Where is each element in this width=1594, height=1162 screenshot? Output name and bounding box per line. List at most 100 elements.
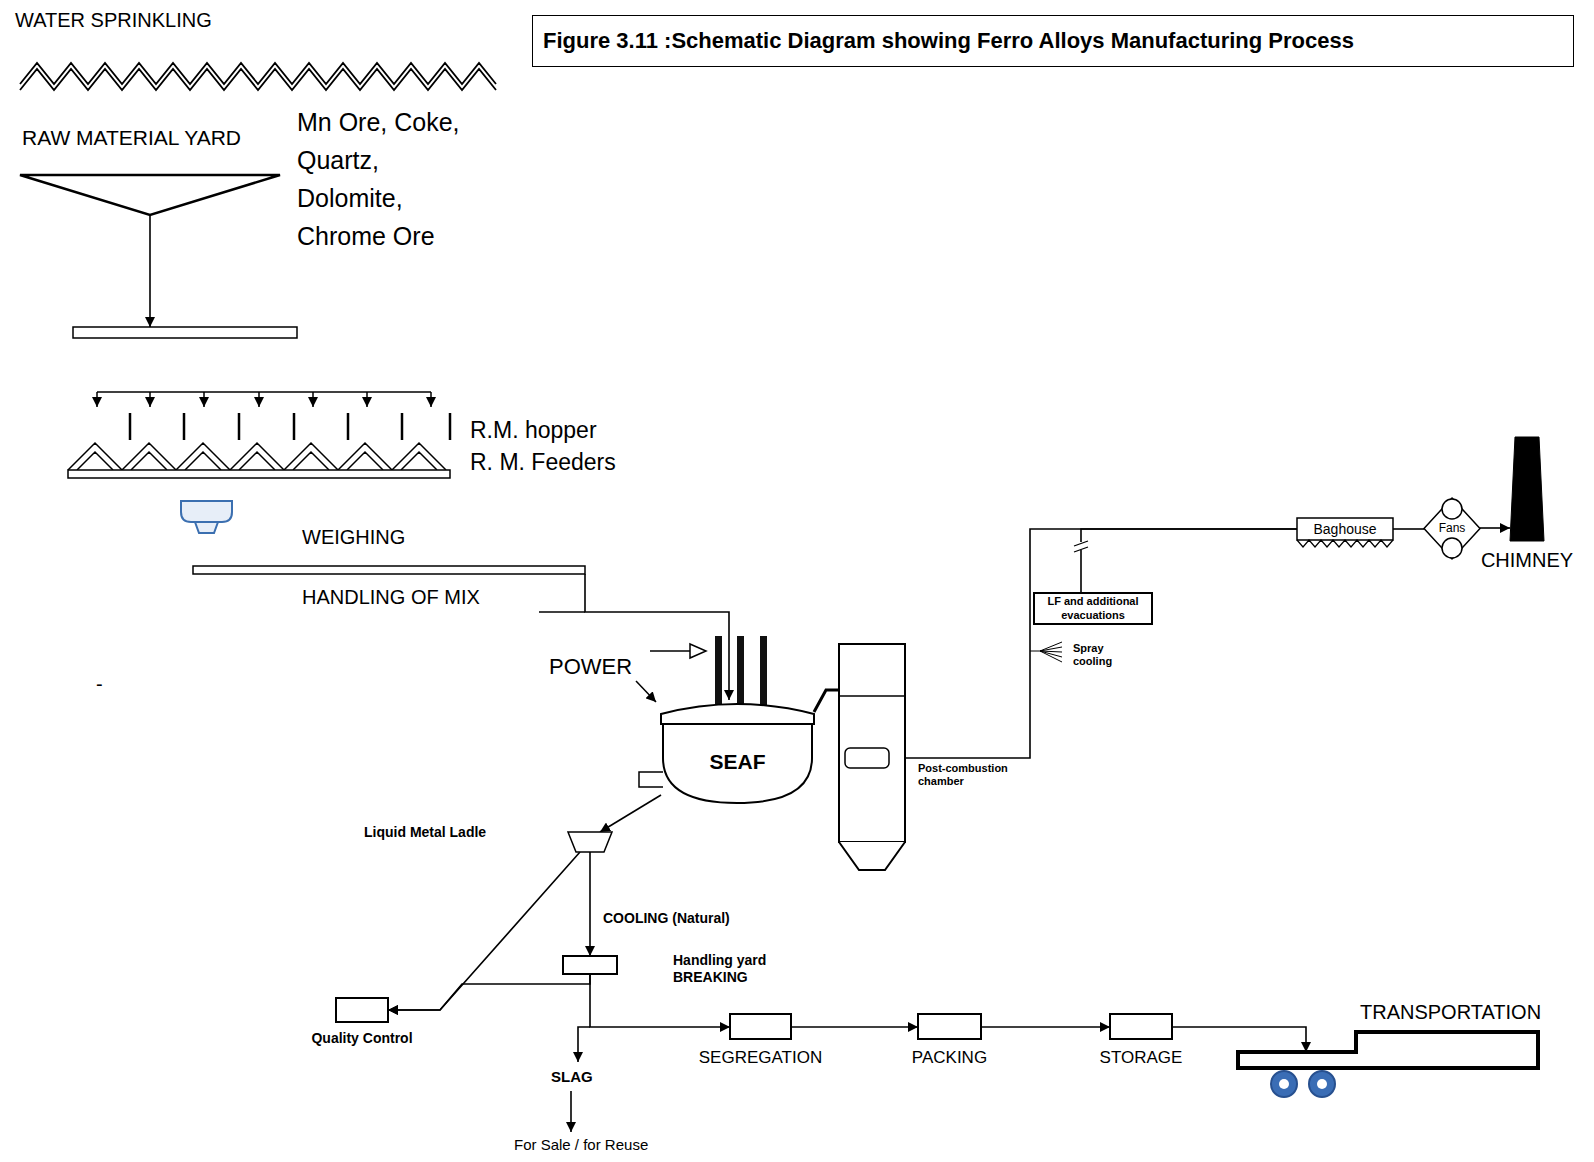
node-text: Mn Ore, Coke, Quartz, Dolomite, Chrome O… [297,103,487,255]
power-arrow [650,650,690,652]
node-label: SEAF [709,749,765,774]
node-shape [918,1014,981,1039]
node-shape [20,175,280,215]
feed-arrow [149,392,151,407]
tap-spout [639,772,663,787]
connector [791,1026,918,1028]
node-label: PACKING [912,1048,987,1068]
liquid-metal-ladle: Liquid Metal Ladle [568,832,612,852]
fan-circle [1442,499,1462,519]
hopper-wall [401,413,404,440]
chamber-hopper [839,842,905,870]
feed-arrow [312,392,314,407]
node-text: R. M. Feeders [470,449,616,477]
mix-line [539,611,585,613]
node-shape [336,998,388,1022]
node-shape [1110,1014,1172,1039]
box-outline [1110,1014,1172,1039]
power-arrow [690,644,706,658]
feed-arrow [258,392,260,407]
note-label: Spray cooling [1073,642,1125,668]
node-label: RAW MATERIAL YARD [22,125,241,150]
node-label: CHIMNEY [1481,548,1573,572]
truck-wheel [1309,1071,1335,1097]
feed-arrow [366,392,368,407]
segregation-box: SEGREGATION [730,1014,791,1039]
connector [600,795,661,832]
connector [585,574,729,700]
electric-arc-furnace: SEAF [661,700,814,803]
evacuation-box: LF and additional evacuations [1034,593,1152,624]
spray-nozzle [1030,642,1062,662]
connector [1172,1027,1306,1052]
node-label: COOLING (Natural) [603,910,730,927]
node-label: R.M. hopper [470,417,597,445]
funnel-outline [20,175,280,215]
feed-line [97,391,431,393]
ladle-outline [568,832,612,852]
box-outline [336,998,388,1022]
hopper-wall [293,413,296,440]
packing-box: PACKING [918,1014,981,1039]
chimney: CHIMNEY [1510,437,1544,541]
cooling-box: COOLING (Natural) [563,956,617,974]
figure-title: Figure 3.11 :Schematic Diagram showing F… [532,15,1574,67]
node-label: WEIGHING [302,525,405,549]
node-shape [563,956,617,974]
feed-arrow [96,392,98,407]
node-shape [568,832,612,852]
feeder-base [68,470,450,478]
wheel-hub [1317,1079,1327,1089]
fans-diamond: Fans [1424,498,1480,559]
feed-arrow [203,392,205,407]
wheel-hub [1279,1079,1289,1089]
weighing-bin [195,522,218,533]
connector [905,529,1297,758]
connector [814,690,839,712]
truck-wheel [1271,1071,1297,1097]
node-text: HANDLING OF MIX [302,585,480,609]
node-shape [839,644,905,842]
water-sprinkler-line [20,63,496,84]
power-label: POWER [549,654,632,680]
box-outline [730,1014,791,1039]
node-label: TRANSPORTATION [1360,1000,1541,1024]
post-combustion-chamber: Post-combustion chamber [839,644,905,842]
node-label: Fans [1439,521,1466,535]
power-arrow [636,681,656,702]
node-label: LF and additional evacuations [1038,595,1148,621]
hopper-wall [129,413,132,440]
chimney-stack [1510,437,1544,541]
step-label: Handling yard BREAKING [673,952,785,986]
furnace-shell [663,724,812,803]
chamber-port [845,748,889,768]
connector [149,215,151,327]
line-break-symbol [1074,541,1088,552]
quality-control-box: Quality Control [336,998,388,1022]
hopper-feeders: R.M. hopperR. M. Feeders [68,327,458,480]
chamber-outline [839,644,905,842]
water-sprinkler-line [20,69,496,90]
weighing-conveyor: WEIGHINGHANDLING OF MIX [193,566,585,574]
byproduct-label: SLAG [551,1068,593,1086]
note-label: WATER SPRINKLING [15,8,212,32]
feeder-zigzag [68,443,446,470]
box-outline [1034,593,1152,624]
truck-body [1238,1032,1538,1068]
box-outline [1297,518,1393,540]
connector [1480,527,1510,529]
raw-material-yard: RAW MATERIAL YARDMn Ore, Coke, Quartz, D… [20,175,280,215]
hopper-wall [183,413,186,440]
note-label: For Sale / for Reuse [514,1136,648,1154]
hopper-wall [238,413,241,440]
connector [388,852,580,1010]
node-label: Quality Control [311,1030,412,1047]
node-label: Post-combustion chamber [918,762,1018,788]
node-shape [193,566,585,574]
weighing-bin [181,501,232,522]
connector [1081,529,1297,593]
connector [1393,528,1424,530]
fan-diamond [1424,498,1480,559]
storage-box: STORAGE [1110,1014,1172,1039]
connector [589,852,591,956]
